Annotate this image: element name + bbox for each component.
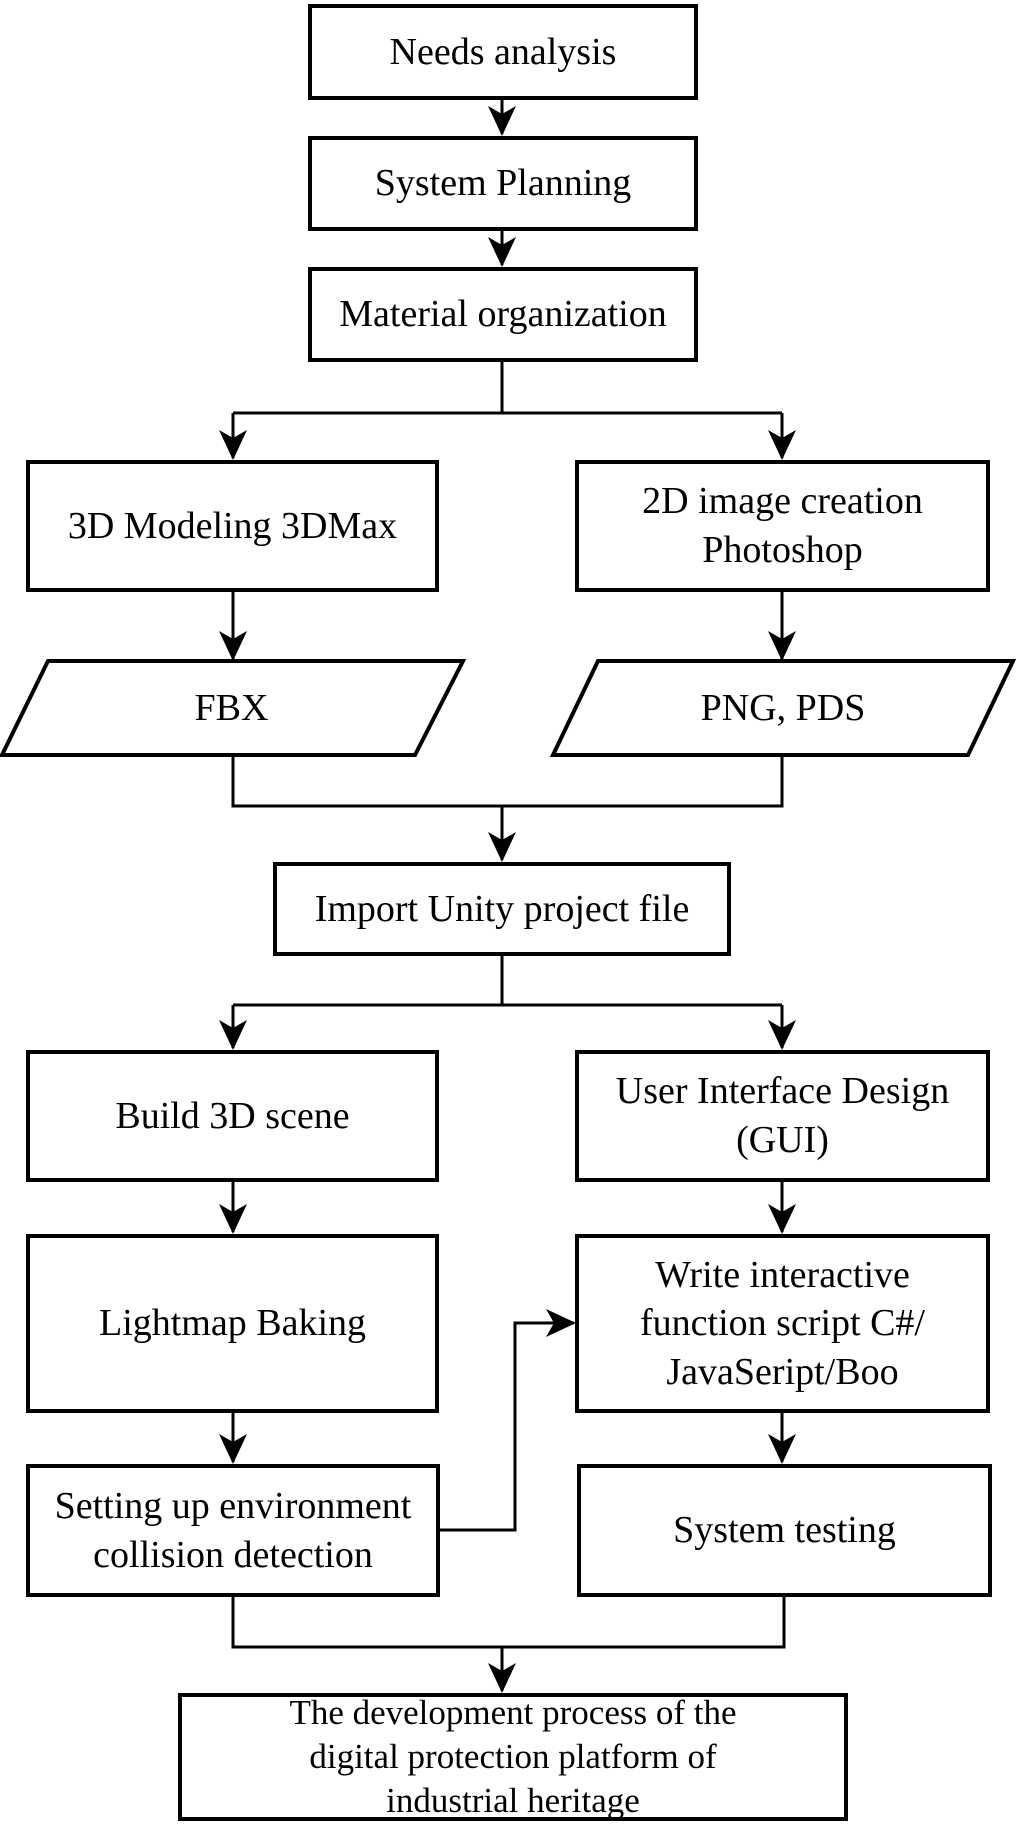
node-result-line1: The development process of the: [289, 1692, 737, 1732]
node-collision-detection-line1: Setting up environment: [54, 1484, 412, 1527]
pngpds-parallelogram-shape: [549, 659, 1017, 757]
line-bottom-merge: [231, 1597, 786, 1649]
node-2d-image-creation: 2D image creation Photoshop: [575, 460, 990, 592]
node-write-script: Write interactive function script C#/ Ja…: [575, 1234, 990, 1413]
node-material-organization-label: Material organization: [339, 293, 667, 336]
node-fbx-label: FBX: [194, 686, 269, 729]
node-ui-design-line1: User Interface Design: [615, 1070, 950, 1113]
fbx-parallelogram-shape: [0, 659, 467, 757]
node-ui-design: User Interface Design (GUI): [575, 1050, 990, 1182]
node-write-script-line3: JavaSeript/Boo: [666, 1350, 899, 1393]
node-import-unity-label: Import Unity project file: [314, 887, 690, 930]
node-system-planning: System Planning: [308, 136, 698, 231]
node-fbx: FBX: [0, 661, 463, 755]
node-ui-design-line2: (GUI): [736, 1119, 829, 1161]
node-system-planning-label: System Planning: [374, 162, 632, 205]
node-system-testing: System testing: [577, 1464, 992, 1597]
node-write-script-line1: Write interactive: [655, 1253, 910, 1296]
node-png-pds: PNG, PDS: [553, 661, 1013, 755]
node-result-line3: industrial heritage: [386, 1781, 640, 1821]
node-system-testing-label: System testing: [673, 1509, 896, 1552]
node-material-organization: Material organization: [308, 267, 698, 362]
node-needs-analysis: Needs analysis: [308, 4, 698, 100]
node-write-script-line2: function script C#/: [640, 1302, 925, 1345]
node-2d-image-creation-line2: Photoshop: [702, 529, 863, 571]
node-lightmap-baking: Lightmap Baking: [26, 1234, 439, 1413]
node-collision-detection-line2: collision detection: [93, 1533, 373, 1576]
node-result-line2: digital protection platform of: [309, 1736, 717, 1776]
node-lightmap-baking-label: Lightmap Baking: [98, 1302, 367, 1345]
arrow-collision-to-write-feedback: [440, 1309, 576, 1532]
node-build-3d-scene: Build 3D scene: [26, 1050, 439, 1182]
line-fbx-png-merge: [231, 755, 784, 808]
node-result: The development process of the digital p…: [178, 1693, 848, 1821]
node-3d-modeling: 3D Modeling 3DMax: [26, 460, 439, 592]
node-build-3d-scene-label: Build 3D scene: [115, 1094, 350, 1137]
node-3d-modeling-label: 3D Modeling 3DMax: [67, 504, 398, 547]
node-needs-analysis-label: Needs analysis: [389, 30, 617, 73]
node-2d-image-creation-line1: 2D image creation: [642, 480, 923, 523]
node-collision-detection: Setting up environment collision detecti…: [26, 1464, 440, 1597]
node-import-unity: Import Unity project file: [273, 862, 731, 956]
node-png-pds-label: PNG, PDS: [700, 686, 866, 729]
